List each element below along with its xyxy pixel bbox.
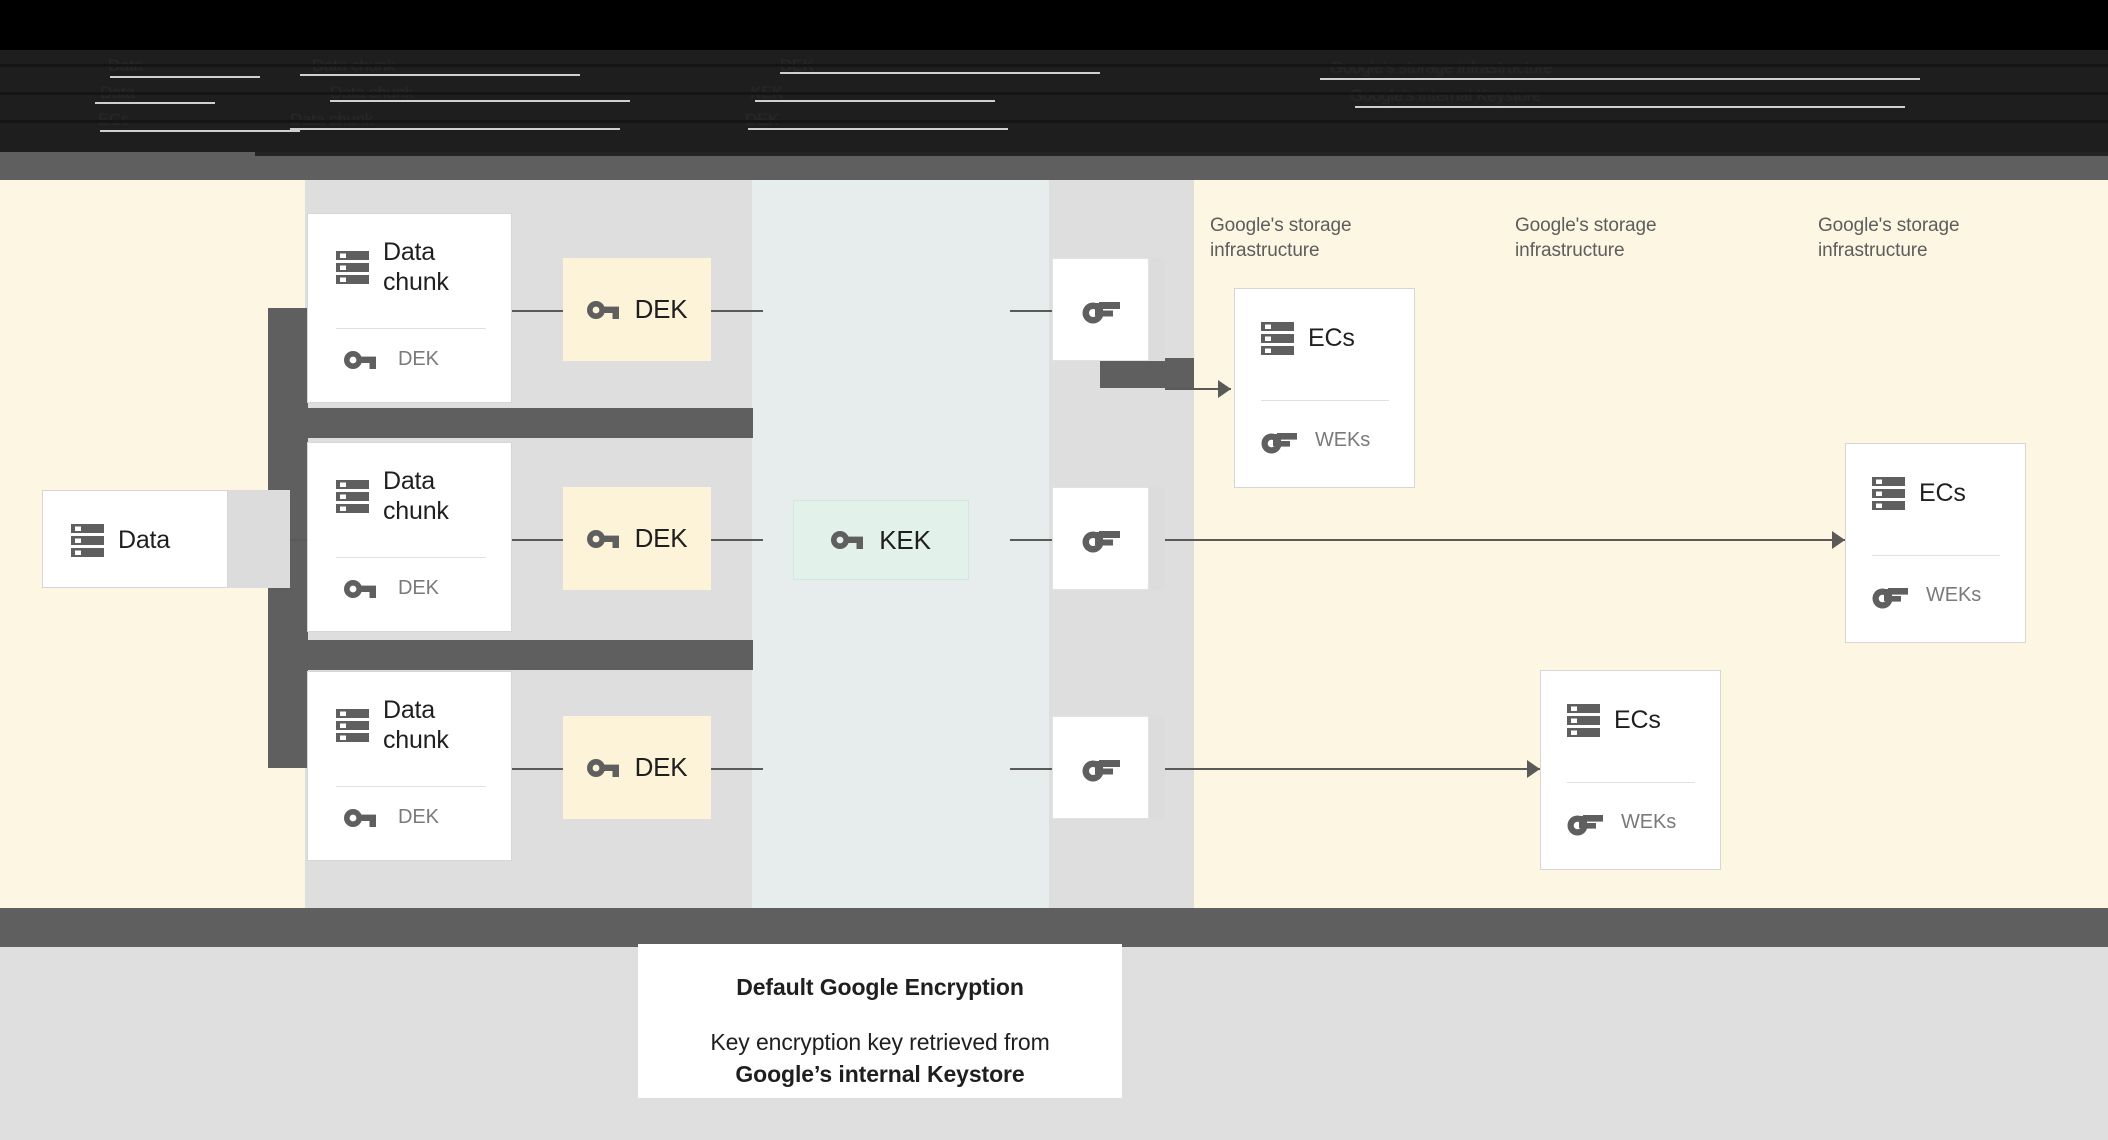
- database-icon: [336, 708, 369, 743]
- dek-chip-label: DEK: [634, 294, 688, 324]
- key-icon: [1261, 427, 1297, 454]
- zone-label-storage-3: Google's storage infrastructure: [1818, 215, 1960, 262]
- connector-chunk-dek-2: [512, 539, 564, 541]
- arrow-head-ec-2: [1832, 531, 1845, 549]
- ec-card-title: ECs: [1919, 478, 1966, 507]
- key-icon: [1082, 754, 1120, 782]
- arrow-head-ec-1: [1218, 380, 1231, 398]
- kek-chip[interactable]: KEK: [793, 500, 969, 580]
- top-divider-band: [0, 152, 2108, 180]
- ec-card[interactable]: ECs WEKs: [1540, 670, 1721, 870]
- database-icon: [336, 250, 369, 285]
- arrow-head-ec-3: [1527, 760, 1540, 778]
- connector-dek-out-3: [711, 768, 763, 770]
- database-icon: [1567, 703, 1600, 738]
- connector-chunk-dek-1: [512, 310, 564, 312]
- caption-body: Key encryption key retrieved from Google…: [710, 1027, 1049, 1090]
- dek-chip[interactable]: DEK: [563, 258, 711, 361]
- arrow-line-ec-3: [1165, 768, 1540, 770]
- database-icon: [336, 479, 369, 514]
- key-icon: [1082, 525, 1120, 553]
- ec-card-title: ECs: [1308, 323, 1355, 352]
- database-icon: [1261, 321, 1294, 356]
- ec-card-title: ECs: [1614, 705, 1661, 734]
- wrapped-key-card[interactable]: [1052, 716, 1149, 819]
- key-icon: [1567, 809, 1603, 836]
- connector-in-wrapped-3: [1010, 768, 1053, 770]
- header-text-fragment: ECs: [98, 110, 130, 130]
- top-divider-shadow: [255, 152, 2108, 156]
- caption-body-line1: Key encryption key retrieved from: [710, 1029, 1050, 1055]
- connector-dek-out-2: [711, 539, 763, 541]
- data-chunk-title: Data chunk: [383, 696, 449, 754]
- key-icon: [586, 299, 619, 321]
- ec-card-weks-label: WEKs: [1315, 429, 1371, 451]
- key-icon: [344, 807, 376, 829]
- database-icon: [71, 523, 104, 558]
- header-redacted-band: Data Data chunk DEK Google's storage inf…: [0, 50, 2108, 152]
- key-icon: [586, 757, 619, 779]
- key-icon: [831, 529, 864, 551]
- wrapped-key-card[interactable]: [1052, 487, 1149, 590]
- database-icon: [1872, 476, 1905, 511]
- key-icon: [344, 349, 376, 371]
- fork-branch-middle: [268, 640, 753, 670]
- arrow-line-ec-2: [1165, 539, 1845, 541]
- connector-in-wrapped-1: [1010, 310, 1053, 312]
- data-card[interactable]: Data: [42, 490, 228, 588]
- key-icon: [1872, 582, 1908, 609]
- card-divider: [336, 557, 486, 558]
- header-black-bar: [0, 0, 2108, 50]
- header-text-fragment: DEK: [745, 110, 779, 130]
- header-text-fragment: Data chunk: [290, 110, 373, 130]
- header-text-fragment: Google's storage infrastructure: [1330, 58, 1553, 77]
- data-chunk-dek-label: DEK: [398, 577, 439, 599]
- data-chunk-title: Data chunk: [383, 238, 449, 296]
- data-chunk-title: Data chunk: [383, 467, 449, 525]
- wrapped-key-card[interactable]: [1052, 258, 1149, 361]
- key-icon: [344, 578, 376, 600]
- card-divider: [1567, 782, 1695, 783]
- key-icon: [586, 528, 619, 550]
- arrow-line-ec-1: [1165, 388, 1231, 390]
- caption-panel: Default Google Encryption Key encryption…: [638, 944, 1122, 1098]
- caption-title: Default Google Encryption: [736, 974, 1024, 1000]
- dek-chip-label: DEK: [634, 523, 688, 553]
- card-divider: [336, 786, 486, 787]
- connector-dek-out-1: [711, 310, 763, 312]
- connector-kek-to-wrapped: [1010, 539, 1053, 541]
- card-divider: [1872, 555, 2000, 556]
- data-chunk-dek-label: DEK: [398, 806, 439, 828]
- bottom-divider-band: [0, 908, 2108, 947]
- header-text-fragment: Google's internal Keystore: [1350, 86, 1542, 105]
- data-chunk-card[interactable]: Data chunk DEK: [307, 671, 512, 861]
- ec-card[interactable]: ECs WEKs: [1234, 288, 1415, 488]
- card-divider: [336, 328, 486, 329]
- data-card-label: Data: [118, 525, 171, 554]
- dek-chip[interactable]: DEK: [563, 487, 711, 590]
- data-chunk-card[interactable]: Data chunk DEK: [307, 213, 512, 403]
- card-divider: [1261, 400, 1389, 401]
- key-icon: [1082, 296, 1120, 324]
- caption-body-line2: Google’s internal Keystore: [735, 1060, 1025, 1087]
- zone-label-storage-1: Google's storage infrastructure: [1210, 215, 1352, 262]
- fork-branch-storage: [1100, 358, 1194, 388]
- dek-chip[interactable]: DEK: [563, 716, 711, 819]
- connector-chunk-dek-3: [512, 768, 564, 770]
- dek-chip-label: DEK: [634, 752, 688, 782]
- data-card-shadow: [225, 490, 290, 588]
- kek-chip-label: KEK: [879, 524, 931, 555]
- zone-label-storage-2: Google's storage infrastructure: [1515, 215, 1657, 262]
- ec-card-weks-label: WEKs: [1926, 584, 1982, 606]
- fork-branch-top: [268, 408, 753, 438]
- ec-card[interactable]: ECs WEKs: [1845, 443, 2026, 643]
- data-chunk-card[interactable]: Data chunk DEK: [307, 442, 512, 632]
- ec-card-weks-label: WEKs: [1621, 811, 1677, 833]
- data-chunk-dek-label: DEK: [398, 348, 439, 370]
